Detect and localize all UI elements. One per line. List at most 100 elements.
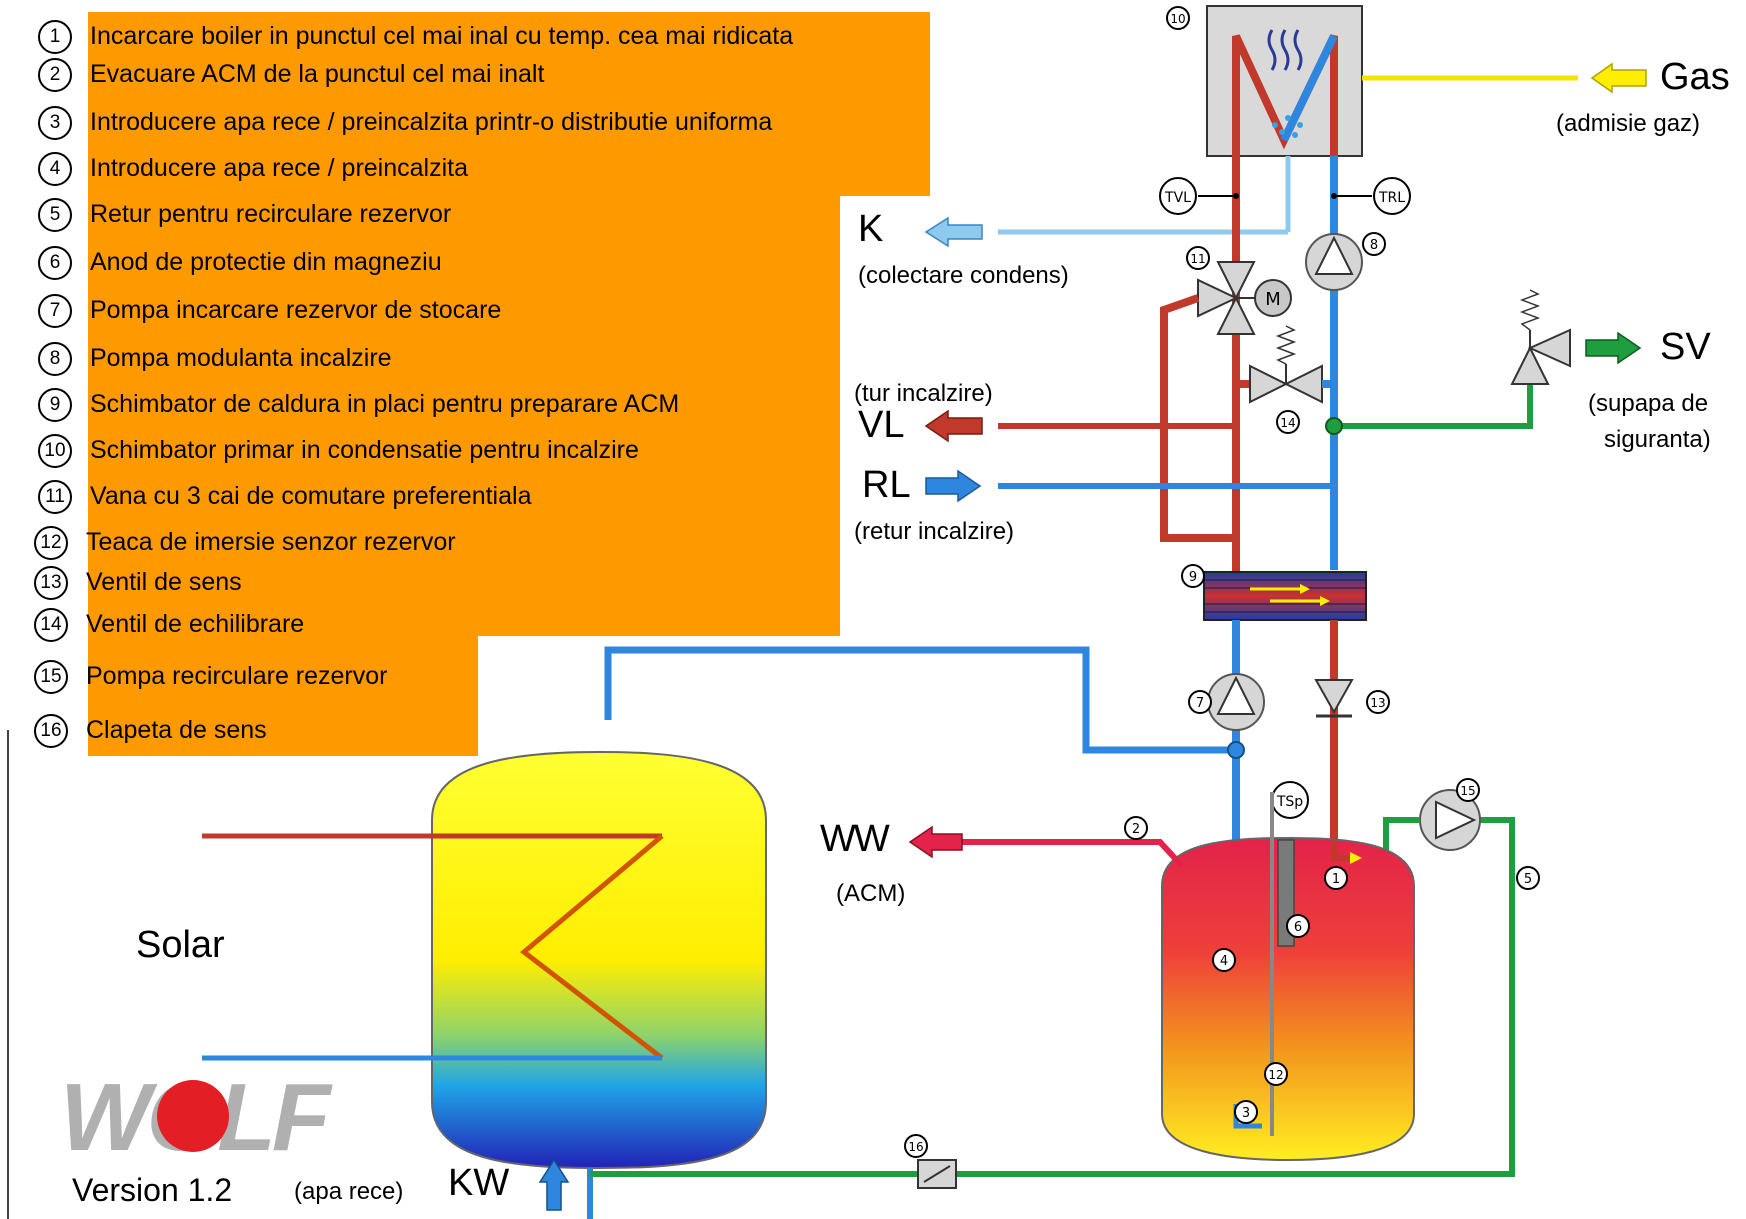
balancing-valve-14 xyxy=(1236,325,1334,404)
component-marker-5: 5 xyxy=(1516,866,1540,890)
svg-text:16: 16 xyxy=(908,1140,923,1154)
component-marker-1: 1 xyxy=(1324,866,1348,890)
rl-arrow-icon xyxy=(925,469,982,503)
kw-label: KW xyxy=(448,1162,510,1204)
legend-text: Introducere apa rece / preincalzita prin… xyxy=(90,108,773,136)
k-label: K xyxy=(858,208,884,250)
legend-number: 4 xyxy=(38,152,72,186)
component-marker-13: 13 xyxy=(1366,690,1390,714)
svg-text:M: M xyxy=(1265,289,1281,310)
component-marker-4: 4 xyxy=(1212,948,1236,972)
solar-coil xyxy=(520,834,664,1060)
legend-text: Anod de protectie din magneziu xyxy=(90,248,442,276)
legend-text: Teaca de imersie senzor rezervor xyxy=(86,528,456,556)
legend-number: 3 xyxy=(38,106,72,140)
check-flap-16 xyxy=(917,1159,957,1189)
solar-storage-tank xyxy=(431,750,767,1170)
legend-text: Incarcare boiler in punctul cel mai inal… xyxy=(90,22,794,50)
svg-text:5: 5 xyxy=(1524,872,1532,887)
svg-text:15: 15 xyxy=(1460,784,1475,798)
component-marker-10: 10 xyxy=(1166,6,1190,30)
tank-sensor-tsp: TSp xyxy=(1271,781,1309,819)
legend-number: 15 xyxy=(34,660,68,694)
temperature-sensor-trl: TRL xyxy=(1331,177,1411,215)
condensate-drop-icon xyxy=(1279,129,1285,135)
svg-text:TRL: TRL xyxy=(1378,190,1405,206)
legend-background xyxy=(88,12,930,196)
legend-text: Pompa modulanta incalzire xyxy=(90,344,392,372)
svg-text:3: 3 xyxy=(1242,1106,1250,1121)
junction-node xyxy=(1325,417,1343,435)
vl-label: VL xyxy=(858,404,905,446)
legend-text: Schimbator de caldura in placi pentru pr… xyxy=(90,390,680,418)
sv-arrow-icon xyxy=(1585,331,1642,365)
component-marker-16: 16 xyxy=(904,1134,928,1158)
wwv-note: (ACM) xyxy=(836,880,906,907)
legend-number: 1 xyxy=(38,20,72,54)
legend-number: 13 xyxy=(34,566,68,600)
svg-text:9: 9 xyxy=(1189,570,1197,585)
legend-number: 7 xyxy=(38,294,72,328)
legend-background xyxy=(88,196,840,636)
kw-note: (apa rece) xyxy=(294,1178,404,1205)
component-marker-7: 7 xyxy=(1188,690,1212,714)
legend-text: Ventil de echilibrare xyxy=(86,610,305,638)
legend-number: 8 xyxy=(38,342,72,376)
legend-number: 10 xyxy=(38,434,72,468)
three-way-valve-11: M xyxy=(1197,261,1292,335)
junction-node xyxy=(1227,741,1245,759)
hot-inlet-arrow-icon xyxy=(1350,852,1362,864)
heating-pump-8 xyxy=(1305,233,1363,291)
svg-text:14: 14 xyxy=(1280,416,1295,430)
vl-note: (tur incalzire) xyxy=(854,380,993,407)
component-marker-11: 11 xyxy=(1186,246,1210,270)
kw-arrow-icon xyxy=(538,1158,570,1211)
svg-text:2: 2 xyxy=(1132,822,1140,837)
condensate-drop-icon xyxy=(1292,132,1298,138)
dhw-storage-tank xyxy=(1161,836,1415,1162)
safety-valve xyxy=(1510,289,1571,385)
svg-text:4: 4 xyxy=(1220,954,1228,969)
component-marker-6: 6 xyxy=(1286,914,1310,938)
legend-number: 2 xyxy=(38,58,72,92)
wolf-logo: WOLF xyxy=(60,1064,337,1171)
legend-text: Ventil de sens xyxy=(86,568,242,596)
legend-text: Pompa recirculare rezervor xyxy=(86,662,388,690)
svg-text:10: 10 xyxy=(1170,12,1185,26)
hot-inlet-pipe xyxy=(1331,842,1352,861)
component-marker-3: 3 xyxy=(1234,1100,1258,1124)
sv-note-2: siguranta) xyxy=(1604,426,1711,453)
boiler-heat-exchanger-coil-return xyxy=(1280,34,1338,142)
safety-valve-pipe xyxy=(1334,384,1533,429)
wwv-label: WW xyxy=(820,818,890,860)
recirculation-pump-15 xyxy=(1419,789,1481,851)
storage-charge-pump-7 xyxy=(1207,673,1265,731)
component-marker-14: 14 xyxy=(1276,410,1300,434)
rl-label: RL xyxy=(862,464,911,506)
svg-text:11: 11 xyxy=(1190,252,1205,266)
component-marker-2: 2 xyxy=(1124,816,1148,840)
legend-text: Evacuare ACM de la punctul cel mai inalt xyxy=(90,60,545,88)
component-marker-9: 9 xyxy=(1181,564,1205,588)
legend-number: 11 xyxy=(38,480,72,514)
svg-text:12: 12 xyxy=(1268,1068,1283,1082)
preheat-pipe xyxy=(604,646,1236,754)
solar-label: Solar xyxy=(136,924,225,966)
legend-text: Schimbator primar in condensatie pentru … xyxy=(90,436,639,464)
svg-text:1: 1 xyxy=(1332,872,1340,887)
k-note: (colectare condens) xyxy=(858,262,1069,289)
check-valve-13 xyxy=(1314,679,1354,718)
vl-arrow-icon xyxy=(924,409,983,443)
svg-text:8: 8 xyxy=(1370,238,1378,253)
rl-note: (retur incalzire) xyxy=(854,518,1015,545)
temperature-sensor-tvl: TVL xyxy=(1159,177,1239,215)
legend-number: 16 xyxy=(34,714,68,748)
version-label: Version 1.2 xyxy=(72,1172,233,1208)
legend-text: Vana cu 3 cai de comutare preferentiala xyxy=(90,482,532,510)
svg-text:13: 13 xyxy=(1370,696,1385,710)
boiler-flame-icon xyxy=(1267,29,1303,71)
condensate-drop-icon xyxy=(1285,115,1291,121)
plate-heat-exchanger-9 xyxy=(1203,571,1367,621)
